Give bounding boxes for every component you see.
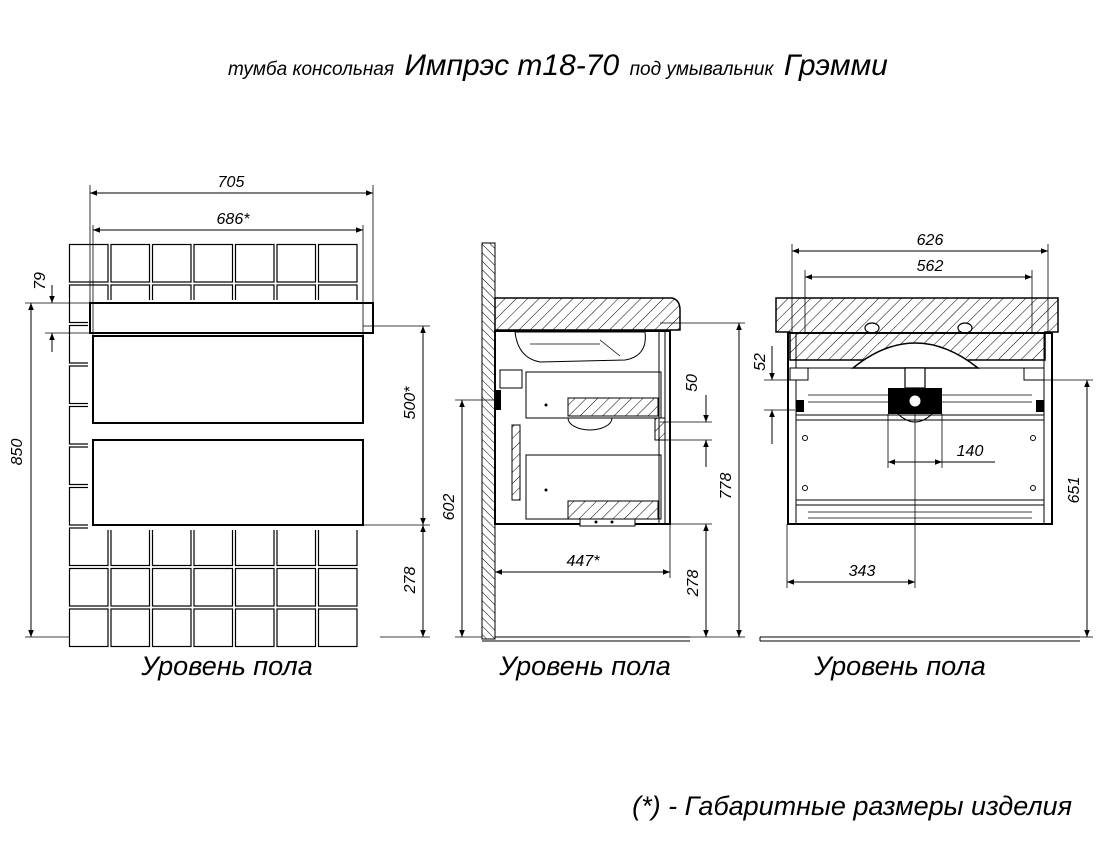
wall-tile (234, 608, 275, 648)
dim-top-offset: 52 (752, 353, 769, 371)
dim-width-outer: 626 (917, 232, 944, 249)
wall-tile (151, 567, 192, 607)
floor-label-front: Уровень пола (140, 651, 313, 681)
dim-width-inner: 562 (917, 258, 944, 275)
back-countertop (775, 297, 1059, 361)
dim-height-back: 651 (1066, 477, 1083, 504)
wall-tile (276, 527, 317, 567)
dim-depth: 447* (567, 553, 601, 570)
wall-tile (68, 567, 109, 607)
dim-width-body: 686* (217, 211, 251, 228)
back-cabinet (787, 332, 1053, 525)
wall-tile (110, 608, 151, 648)
dim-pipe-width: 140 (957, 443, 984, 460)
floor-label-back: Уровень пола (813, 651, 986, 681)
front-countertop (89, 302, 374, 334)
wall-tile (68, 527, 109, 567)
wall-tile (276, 243, 317, 283)
wall-tile (193, 527, 234, 567)
dim-top-height: 778 (718, 473, 735, 500)
dim-floor-clearance-front: 278 (402, 567, 419, 595)
wall-tile (151, 243, 192, 283)
dim-height-total: 850 (9, 439, 26, 466)
wall-tile (68, 608, 109, 648)
dim-drawer-gap: 50 (684, 374, 701, 392)
dim-width-total: 705 (218, 174, 245, 191)
front-view: 705 686* 850 79 500* 278 Уровень пола (9, 174, 430, 681)
wall-tile (317, 608, 358, 648)
wall-tile (110, 243, 151, 283)
wall-tile (234, 243, 275, 283)
wall-tile (234, 567, 275, 607)
dim-mount-height: 602 (441, 494, 458, 521)
wall-tile (317, 243, 358, 283)
wall-tile (276, 567, 317, 607)
side-view: 50 778 278 602 447* Уровень пола (441, 242, 745, 681)
dim-floor-clearance-side: 278 (685, 570, 702, 598)
wall-tile (193, 608, 234, 648)
title-model: Импрэс т18-70 (404, 49, 619, 82)
wall-tile (110, 527, 151, 567)
wall-tile (317, 567, 358, 607)
wall-tile (110, 567, 151, 607)
wall-tile (193, 567, 234, 607)
title-middle: под умывальник (630, 59, 775, 80)
floor-label-side: Уровень пола (498, 651, 671, 681)
dim-top-thickness: 79 (32, 272, 49, 290)
side-countertop (494, 297, 681, 331)
side-wall (481, 242, 496, 640)
wall-tile (234, 527, 275, 567)
wall-tile (68, 243, 109, 283)
drawing-title: тумба консольная Импрэс т18-70 под умыва… (228, 49, 888, 82)
wall-tile (193, 243, 234, 283)
wall-tile (317, 527, 358, 567)
dim-pipe-offset: 343 (849, 563, 876, 580)
footnote: (*) - Габаритные размеры изделия (632, 791, 1072, 821)
back-view: 626 562 52 140 343 651 Уровень пола (752, 232, 1093, 681)
title-sink: Грэмми (784, 49, 888, 82)
dim-body-height: 500* (402, 386, 419, 420)
wall-tile (151, 527, 192, 567)
wall-tile (151, 608, 192, 648)
title-prefix: тумба консольная (228, 59, 394, 80)
wall-tile (276, 608, 317, 648)
